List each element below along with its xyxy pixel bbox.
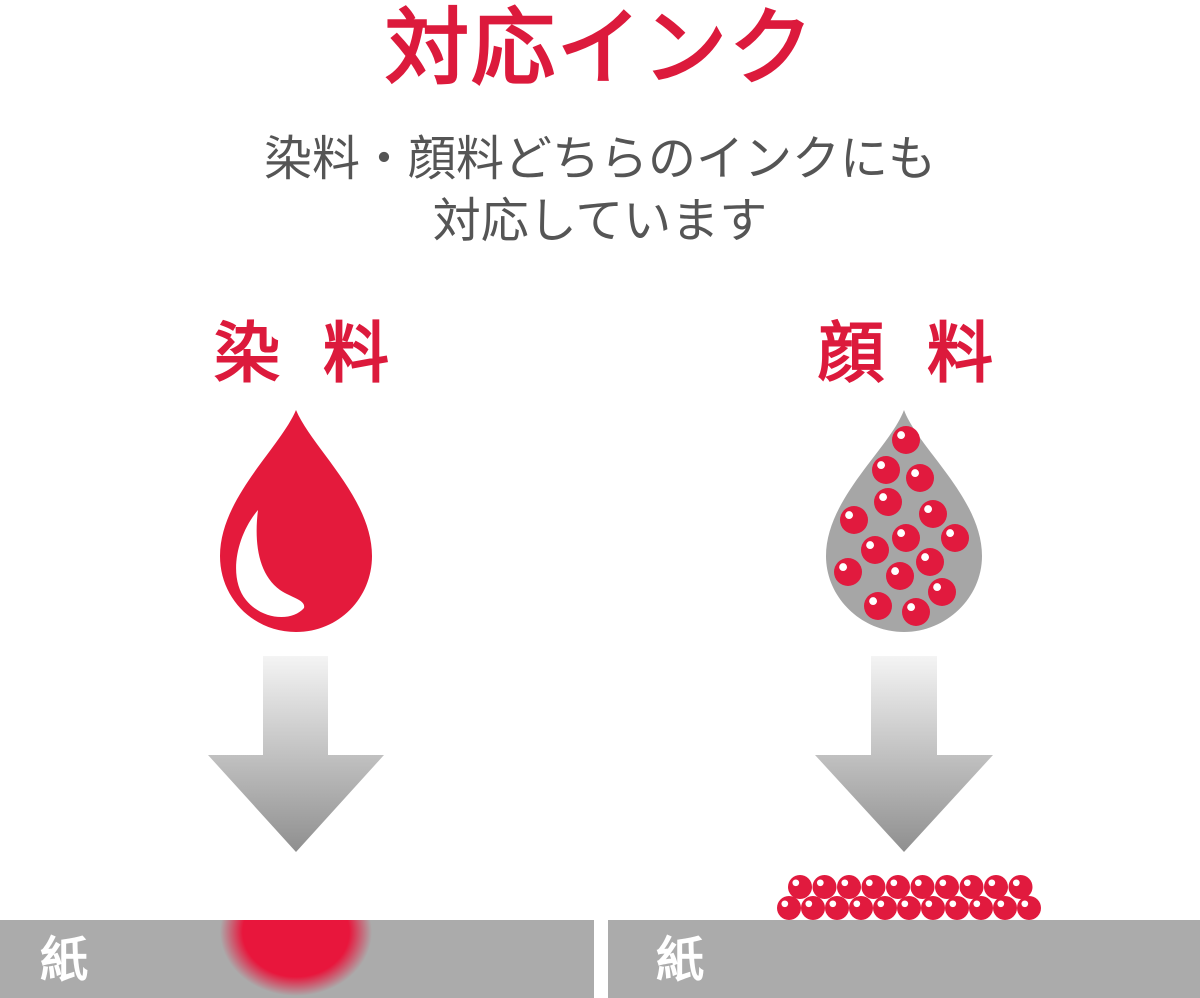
pigment-particle: [825, 896, 849, 920]
dye-drop-icon: [220, 410, 372, 632]
pigment-particle: [928, 578, 956, 606]
pigment-particle: [872, 456, 900, 484]
pigment-particle: [897, 896, 921, 920]
pigment-particles: [834, 426, 969, 626]
dye-ink-label: 染 料: [214, 315, 399, 392]
subtitle-line-1: 染料・顔料どちらのインクにも: [263, 131, 936, 187]
pigment-particle: [892, 426, 920, 454]
pigment-particle: [935, 875, 959, 899]
pigment-particle: [959, 875, 984, 899]
page-title: 対応インク: [384, 0, 815, 97]
pigment-particle: [861, 536, 889, 564]
pigment-particle: [837, 875, 861, 899]
pigment-particle: [886, 562, 914, 590]
pigment-particle: [1008, 875, 1033, 899]
pigment-particle: [919, 500, 947, 528]
pigment-particle: [864, 592, 892, 620]
pigment-particle: [916, 548, 944, 576]
pigment-particle: [969, 896, 993, 920]
pigment-particle: [812, 875, 837, 899]
dye-absorption: [220, 920, 372, 996]
pigment-drop-icon: [826, 410, 982, 632]
pigment-particle: [945, 896, 969, 920]
pigment-pile: [777, 875, 1041, 920]
pigment-particle: [921, 896, 945, 920]
pigment-particle: [910, 875, 935, 899]
pigment-particle: [873, 896, 897, 920]
paper-label: 紙: [656, 932, 705, 988]
pigment-particle: [1017, 896, 1041, 920]
pigment-arrow-icon: [815, 656, 993, 852]
pigment-particle: [861, 875, 886, 899]
pigment-particle: [801, 896, 825, 920]
pigment-particle: [777, 896, 801, 920]
pigment-particle: [993, 896, 1017, 920]
pigment-particle: [902, 598, 930, 626]
pigment-particle: [886, 875, 910, 899]
pigment-particle: [849, 896, 873, 920]
pigment-particle: [840, 506, 868, 534]
subtitle: 染料・顔料どちらのインクにも 対応しています: [0, 128, 1200, 252]
pigment-particle: [892, 524, 920, 552]
pigment-particle: [874, 488, 902, 516]
paper-strip-dye: 紙: [0, 920, 594, 998]
pigment-particle: [984, 875, 1008, 899]
pigment-particle: [788, 875, 812, 899]
pigment-particle: [906, 464, 934, 492]
pigment-particle: [941, 524, 969, 552]
paper-label: 紙: [40, 932, 89, 988]
subtitle-line-2: 対応しています: [432, 193, 768, 249]
dye-arrow-icon: [208, 656, 384, 852]
pigment-ink-label: 顔 料: [818, 315, 1003, 392]
pigment-particle: [834, 558, 862, 586]
paper-strip-pigment: 紙: [608, 920, 1200, 998]
